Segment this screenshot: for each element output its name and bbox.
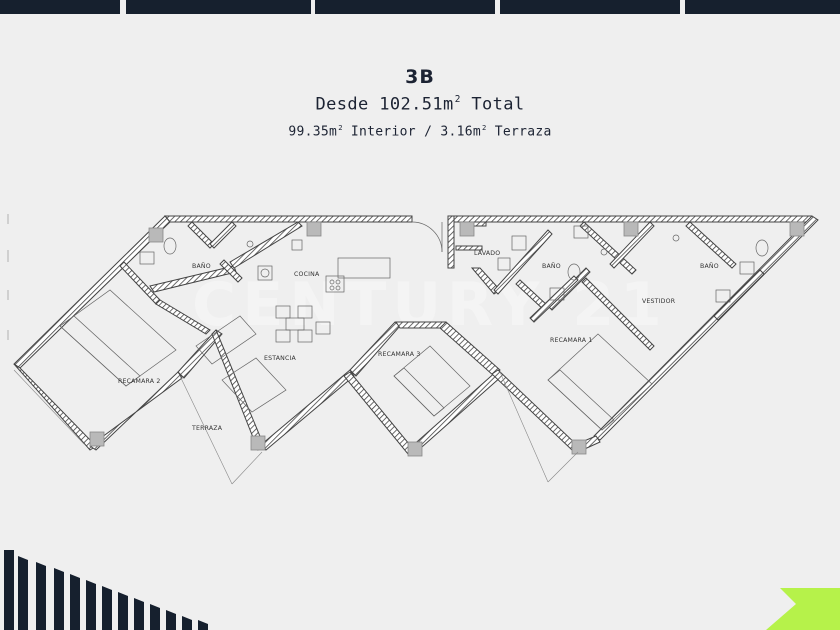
total-suffix: Total <box>460 94 525 115</box>
area-breakdown: 99.35m2 Interior / 3.16m2 Terraza <box>0 123 840 140</box>
room-label-recamara-3: RECAMARA 3 <box>378 351 421 358</box>
terrace-outline <box>7 214 579 485</box>
unit-title: 3B <box>405 66 435 88</box>
terraza-sup: 2 <box>481 123 487 133</box>
top-decor-bars <box>0 0 840 16</box>
terraza-label: Terraza <box>486 125 552 141</box>
room-label-bano: BAÑO <box>700 261 719 270</box>
room-label-terraza: TERRAZA <box>191 425 223 432</box>
top-bar <box>126 0 311 14</box>
west-block-walls <box>13 215 503 455</box>
total-sup: 2 <box>454 94 461 105</box>
interior-walls <box>119 221 765 351</box>
total-area: Desde 102.51m2 Total <box>0 94 840 114</box>
bottom-left-stripes <box>4 550 208 630</box>
total-prefix: Desde 102.51m <box>315 94 454 115</box>
unit-header: 3B Desde 102.51m2 Total 99.35m2 Interior… <box>0 66 840 140</box>
interior-sup: 2 <box>338 123 343 133</box>
interior-value: 99.35m <box>288 125 338 141</box>
room-label-bano: BAÑO <box>542 261 561 270</box>
top-bar <box>0 0 120 14</box>
top-bar <box>685 0 840 14</box>
room-label-estancia: ESTANCIA <box>264 355 297 362</box>
furniture <box>59 221 769 431</box>
top-bar <box>315 0 495 14</box>
room-label-cocina: COCINA <box>294 271 320 278</box>
room-labels: BAÑO COCINA LAVADO BAÑO BAÑO VESTIDOR RE… <box>118 250 719 432</box>
room-label-lavado: LAVADO <box>474 250 500 257</box>
interior-label: Interior / 3.16m <box>342 125 481 141</box>
top-bar <box>500 0 680 14</box>
accent-green-shape <box>766 588 840 630</box>
room-label-vestidor: VESTIDOR <box>642 298 676 305</box>
room-label-recamara-1: RECAMARA 1 <box>550 337 593 344</box>
room-label-recamara-2: RECAMARA 2 <box>118 378 161 385</box>
structural-columns <box>89 221 805 457</box>
room-label-bano: BAÑO <box>192 261 211 270</box>
